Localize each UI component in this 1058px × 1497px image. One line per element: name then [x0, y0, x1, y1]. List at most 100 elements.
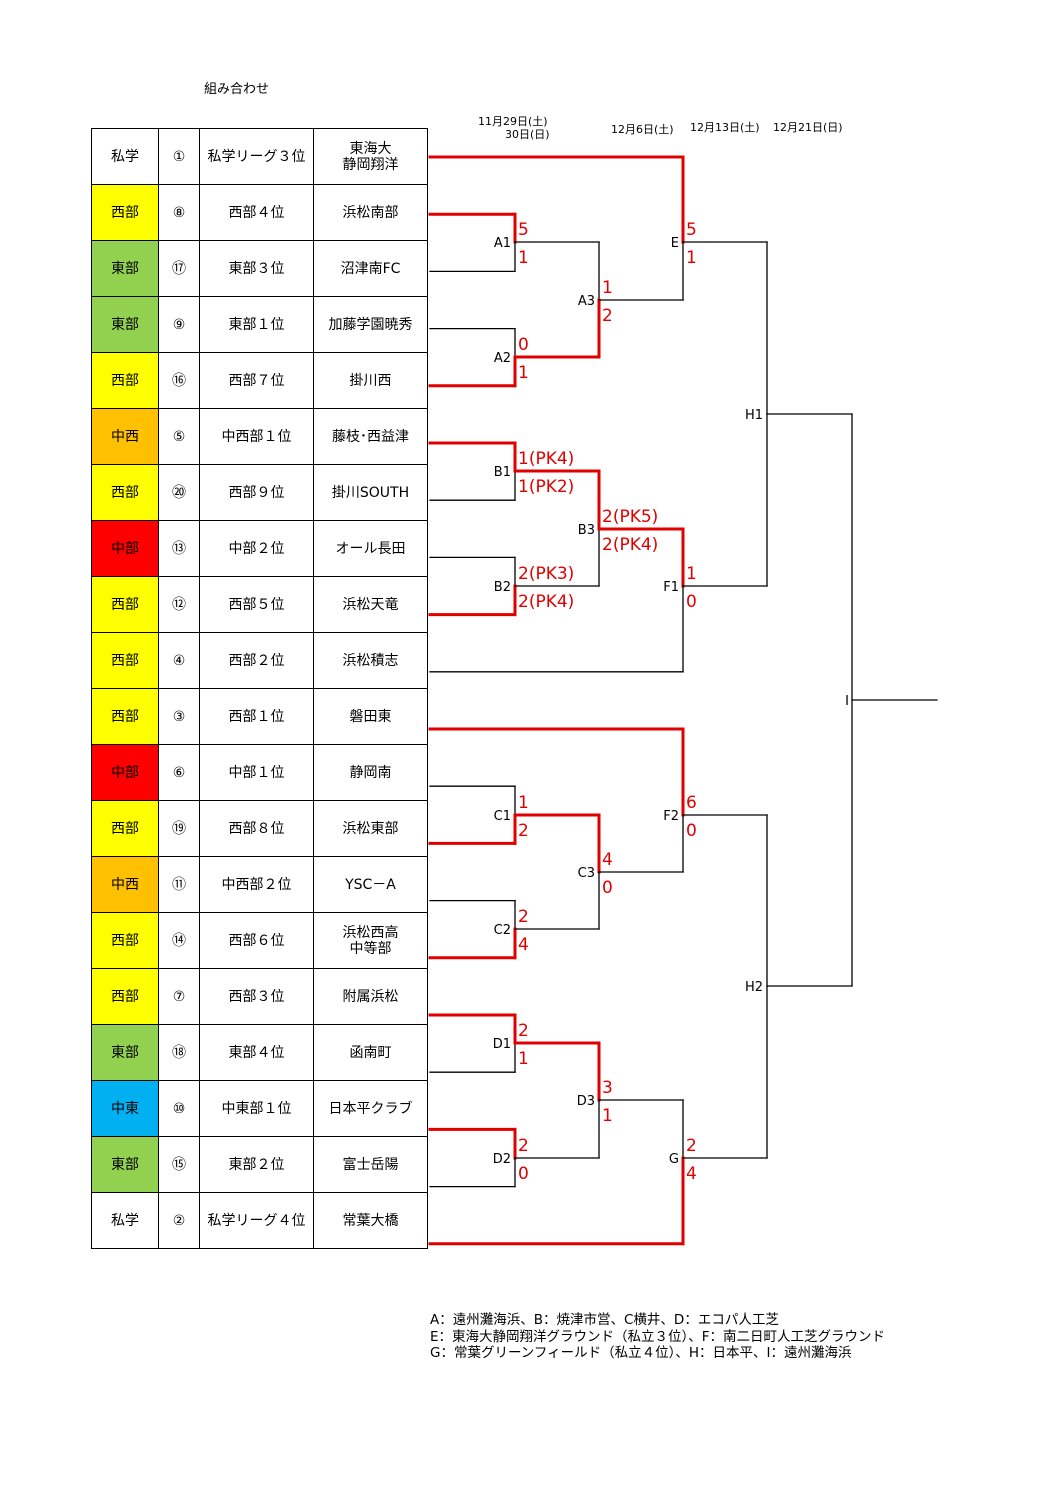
team-name-text: 浜松積志: [342, 652, 399, 669]
team-row: 中東 ⑩ 中東部１位 日本平クラブ: [91, 1080, 428, 1137]
region-cell-text: 中東: [111, 1100, 139, 1117]
league-rank-text: 東部４位: [228, 1044, 285, 1061]
score-top-b3: 2(PK5): [602, 507, 658, 527]
seed-number-text: ⑭: [172, 932, 186, 949]
venue-note: A：遠州灘海浜、B：焼津市営、C横井、D：エコパ人工芝: [430, 1312, 779, 1328]
score-bottom-d2: 0: [518, 1164, 529, 1184]
score-bottom-c2: 4: [518, 935, 529, 955]
match-label-f2: F2: [663, 809, 679, 824]
team-name: 附属浜松: [313, 968, 428, 1025]
team-name-text: 掛川西: [349, 372, 392, 389]
match-label-a3: A3: [578, 294, 595, 309]
match-label-d1: D1: [493, 1037, 511, 1052]
league-rank-text: 西部２位: [228, 652, 285, 669]
venue-note: E：東海大静岡翔洋グラウンド（私立３位）、F：南二日町人工芝グラウンド: [430, 1328, 886, 1345]
region-cell: 東部: [91, 1136, 159, 1193]
region-cell: 東部: [91, 240, 159, 297]
league-rank-text: 西部５位: [228, 596, 285, 613]
team-name-text: 浜松西高 中等部: [342, 924, 399, 957]
match-label-i: I: [845, 694, 849, 709]
region-cell: 東部: [91, 1024, 159, 1081]
team-name-text: 浜松東部: [342, 820, 399, 837]
seed-number-text: ⑧: [172, 204, 186, 221]
seed-number-text: ⑬: [172, 540, 186, 557]
date-round4: 12月21日(日): [773, 121, 843, 134]
team-name-text: 常葉大橋: [342, 1212, 399, 1229]
region-cell: 西部: [91, 912, 159, 969]
seed-number-text: ⑯: [172, 372, 186, 389]
match-label-c2: C2: [494, 923, 511, 938]
team-row: 西部 ⑲ 西部８位 浜松東部: [91, 800, 428, 857]
date-round1-line2: 30日(日): [505, 128, 550, 141]
score-bottom-e: 1: [686, 248, 697, 268]
team-name-text: 富士岳陽: [342, 1156, 399, 1173]
match-label-c1: C1: [494, 809, 511, 824]
league-rank: 東部２位: [199, 1136, 314, 1193]
region-cell: 西部: [91, 688, 159, 745]
seed-number: ⑲: [158, 800, 200, 857]
team-row: 西部 ⑯ 西部７位 掛川西: [91, 352, 428, 409]
team-name-text: 日本平クラブ: [328, 1100, 413, 1117]
seed-number: ⑳: [158, 464, 200, 521]
match-label-g: G: [669, 1152, 679, 1167]
score-top-a1: 5: [518, 220, 529, 240]
league-rank: 私学リーグ４位: [199, 1192, 314, 1249]
match-label-e: E: [671, 236, 679, 251]
seed-number: ⑰: [158, 240, 200, 297]
team-name-text: 附属浜松: [342, 988, 399, 1005]
score-top-f2: 6: [686, 793, 697, 813]
team-name: 浜松積志: [313, 632, 428, 689]
league-rank: 西部２位: [199, 632, 314, 689]
team-name: 加藤学園暁秀: [313, 296, 428, 353]
league-rank-text: 中部２位: [228, 540, 285, 557]
seed-number: ⑦: [158, 968, 200, 1025]
score-bottom-f1: 0: [686, 592, 697, 612]
venue-note: G：常葉グリーンフィールド（私立４位）、H：日本平、I：遠州灘海浜: [430, 1345, 852, 1361]
league-rank: 中部２位: [199, 520, 314, 577]
region-cell-text: 中西: [111, 428, 139, 445]
region-cell: 西部: [91, 184, 159, 241]
team-name-text: 沼津南FC: [340, 260, 401, 277]
team-name-text: 東海大 静岡翔洋: [342, 140, 399, 173]
league-rank-text: 東部２位: [228, 1156, 285, 1173]
team-name: 東海大 静岡翔洋: [313, 128, 428, 185]
region-cell-text: 西部: [111, 820, 139, 837]
league-rank-text: 中東部１位: [221, 1100, 292, 1117]
score-top-d1: 2: [518, 1021, 529, 1041]
team-name: 掛川SOUTH: [313, 464, 428, 521]
league-rank: 西部７位: [199, 352, 314, 409]
team-name: 浜松天竜: [313, 576, 428, 633]
region-cell-text: 中部: [111, 764, 139, 781]
league-rank: 西部９位: [199, 464, 314, 521]
score-bottom-c1: 2: [518, 821, 529, 841]
score-top-a3: 1: [602, 278, 613, 298]
league-rank-text: 中西部１位: [221, 428, 292, 445]
team-name: 函南町: [313, 1024, 428, 1081]
team-name-text: オール長田: [335, 540, 406, 557]
score-top-b1: 1(PK4): [518, 449, 574, 469]
region-cell: 中部: [91, 520, 159, 577]
region-cell-text: 西部: [111, 708, 139, 725]
league-rank-text: 西部４位: [228, 204, 285, 221]
region-cell: 私学: [91, 1192, 159, 1249]
seed-number-text: ⑮: [172, 1156, 186, 1173]
score-top-e: 5: [686, 220, 697, 240]
team-name: オール長田: [313, 520, 428, 577]
region-cell-text: 西部: [111, 988, 139, 1005]
seed-number-text: ⑤: [172, 428, 186, 445]
region-cell-text: 西部: [111, 372, 139, 389]
league-rank-text: 西部８位: [228, 820, 285, 837]
league-rank-text: 東部３位: [228, 260, 285, 277]
league-rank: 中部１位: [199, 744, 314, 801]
league-rank: 西部６位: [199, 912, 314, 969]
seed-number: ⑩: [158, 1080, 200, 1137]
match-label-b3: B3: [578, 523, 595, 538]
